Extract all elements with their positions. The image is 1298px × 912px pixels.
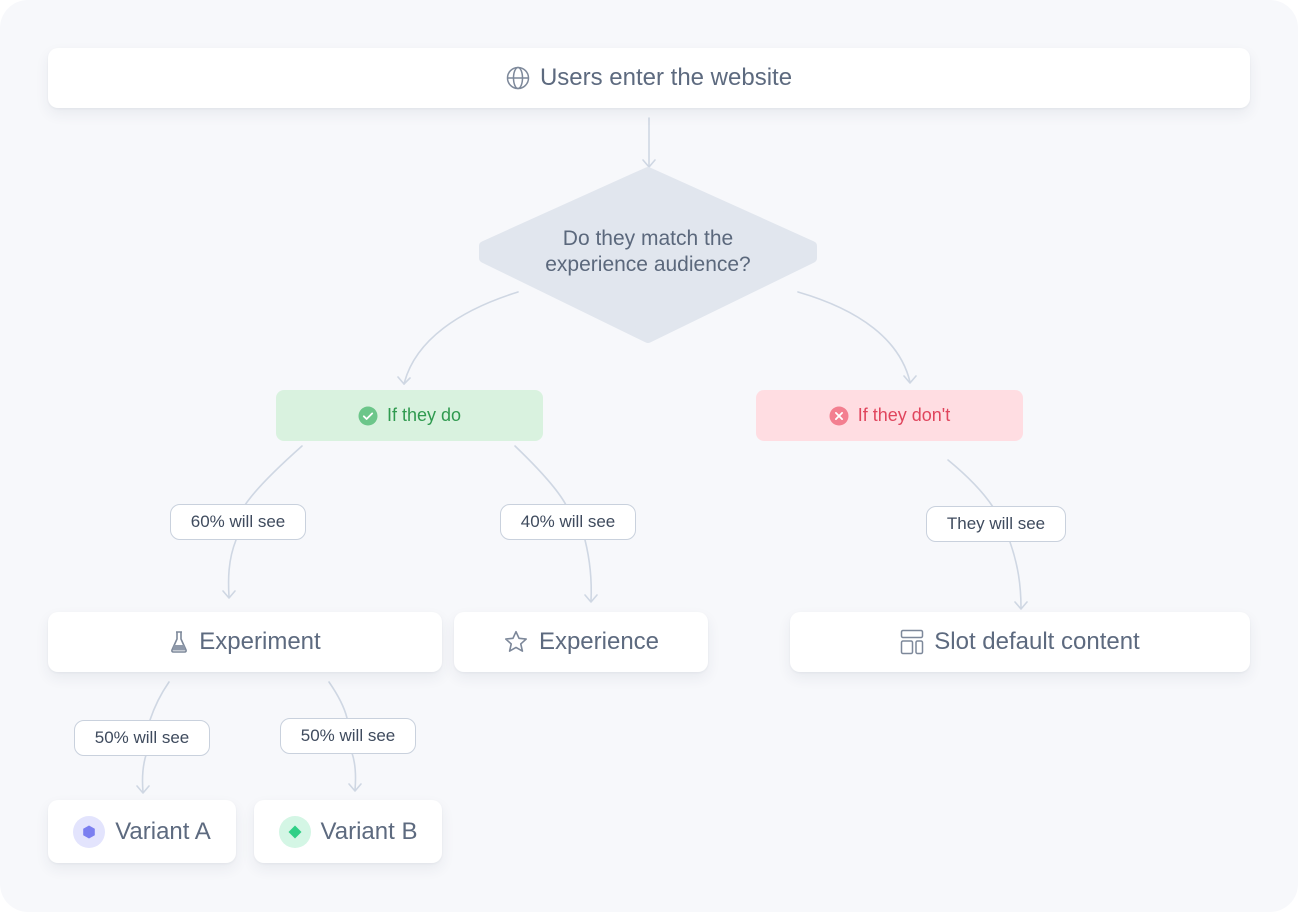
connector-experiment-a: [149, 681, 170, 721]
arrowhead: [397, 376, 411, 385]
branch-no: If they don't: [756, 390, 1023, 441]
arrowhead: [903, 375, 917, 384]
experiment-label: Experiment: [199, 628, 321, 655]
connector-yes-experience: [514, 445, 567, 506]
arrowhead: [136, 785, 150, 794]
variant-a-label: Variant A: [115, 817, 211, 845]
variant-a-node: Variant A: [48, 800, 236, 863]
star-icon: [503, 629, 529, 655]
connector-decision-yes: [403, 291, 519, 385]
slot-default-label: Slot default content: [934, 628, 1140, 655]
start-node-label: Users enter the website: [539, 64, 793, 91]
branch-no-label: If they don't: [857, 405, 951, 425]
slot-default-node: Slot default content: [790, 612, 1250, 672]
edge-label-experiment-a: 50% will see: [74, 720, 210, 756]
variant-b-label: Variant B: [320, 817, 418, 845]
start-node: Users enter the website: [48, 48, 1250, 108]
edge-label-experiment-b: 50% will see: [280, 718, 416, 754]
experiment-node: Experiment: [48, 612, 442, 672]
branch-yes: If they do: [276, 390, 543, 441]
variant-b-node: Variant B: [254, 800, 442, 863]
flask-icon: [169, 630, 189, 654]
connector-no-default: [947, 459, 994, 508]
decision-line-2: experience audience?: [545, 253, 751, 276]
arrowhead: [1014, 601, 1028, 610]
connector-decision-no: [797, 291, 911, 383]
arrowhead: [348, 783, 362, 792]
branch-yes-label: If they do: [386, 405, 462, 425]
check-circle-icon: [358, 406, 378, 426]
arrowhead: [222, 590, 236, 599]
x-circle-icon: [829, 406, 849, 426]
hexagon-icon: [73, 815, 106, 848]
connector-experiment-b: [328, 681, 348, 719]
decision-node: Do they match the experience audience?: [482, 226, 814, 278]
arrowhead: [584, 594, 598, 603]
edge-label-yes-experiment: 60% will see: [170, 504, 306, 540]
layout-icon: [900, 629, 924, 655]
edge-label-yes-experience: 40% will see: [500, 504, 636, 540]
connector-yes-experiment: [244, 445, 303, 506]
experience-node: Experience: [454, 612, 708, 672]
diamond-icon: [278, 815, 311, 848]
globe-icon: [506, 66, 530, 90]
edge-label-no-default: They will see: [926, 506, 1066, 542]
arrowhead: [642, 159, 656, 168]
experience-label: Experience: [538, 628, 660, 655]
decision-line-1: Do they match the: [562, 227, 734, 250]
decision-diamond: [479, 167, 817, 343]
